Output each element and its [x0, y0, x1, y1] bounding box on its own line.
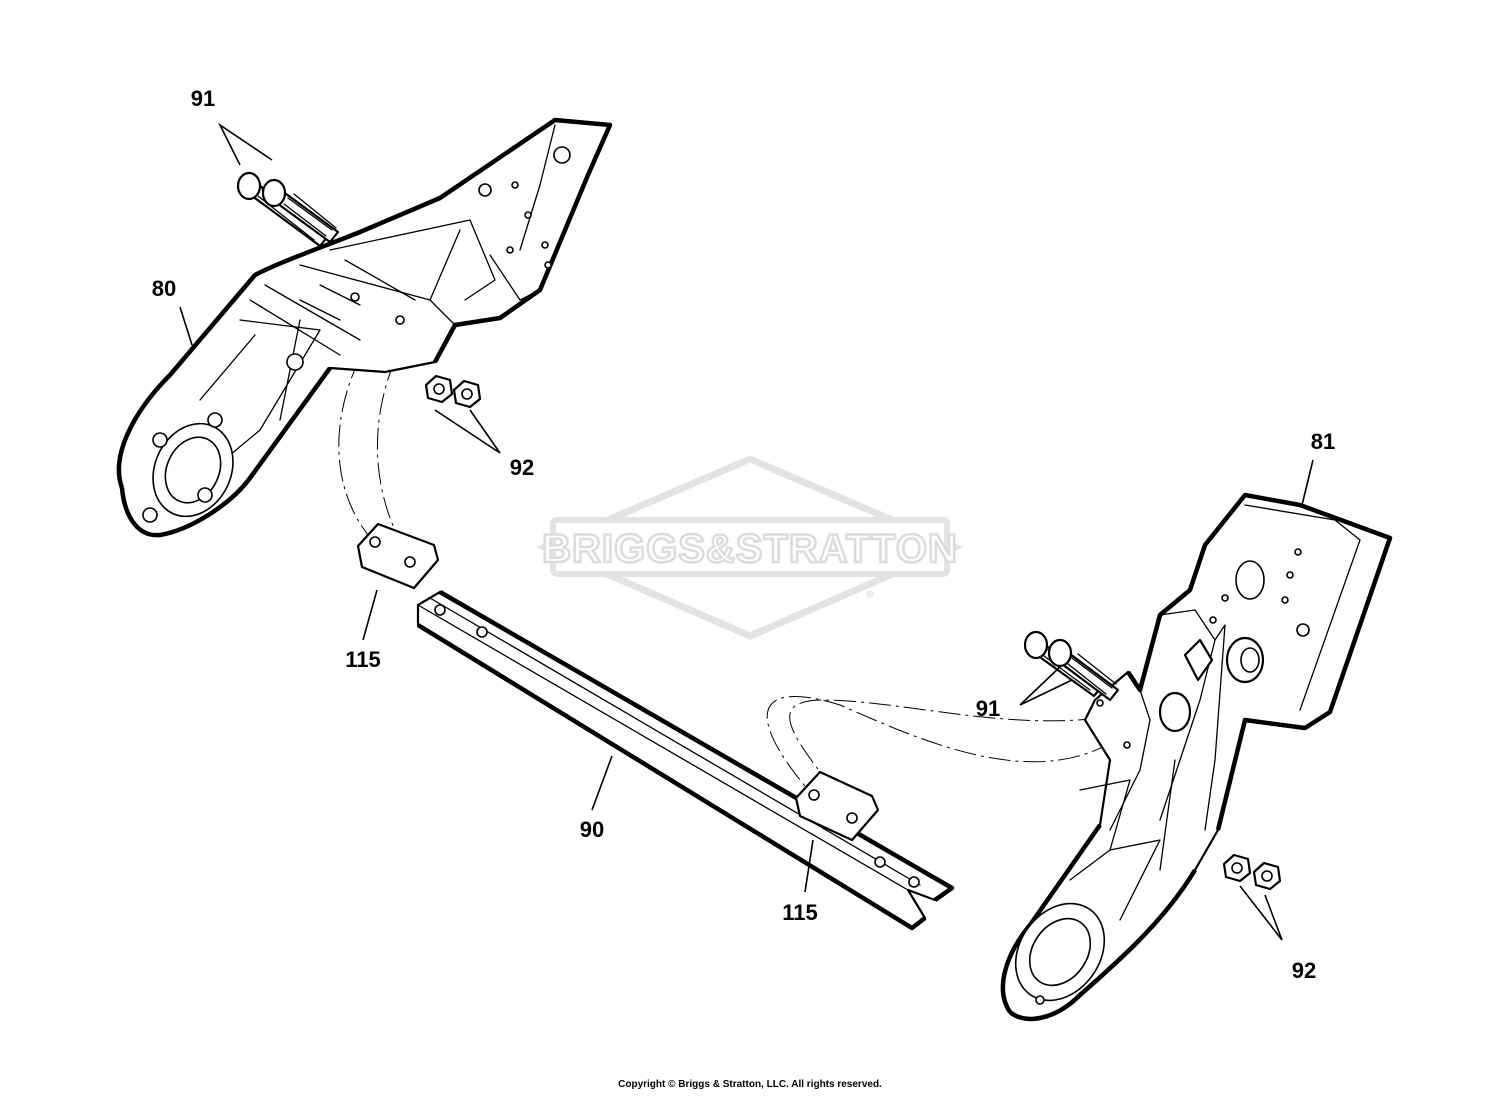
- callout-92-right: 92: [1292, 958, 1316, 983]
- right-side-plate-81: [1000, 492, 1393, 1022]
- copyright-notice: Copyright © Briggs & Stratton, LLC. All …: [618, 1079, 882, 1090]
- phantom-lines: [338, 357, 1113, 807]
- pad-115-left: [356, 522, 440, 590]
- pad-115-right: [794, 770, 880, 842]
- watermark-text: BRIGGS&STRATTON: [542, 527, 958, 571]
- callout-92-left: 92: [510, 455, 534, 480]
- callout-91-right: 91: [976, 696, 1000, 721]
- callout-91-top-left: 91: [191, 86, 215, 111]
- callouts: 91 80 92 81 115 91 90 115 92: [152, 86, 1335, 983]
- leader-lines: [179, 122, 1314, 941]
- bolts-91-left: [236, 171, 340, 248]
- nuts-92-right: [1222, 853, 1282, 891]
- brand-watermark: BRIGGS&STRATTON ®: [536, 455, 964, 640]
- watermark-registered-mark: ®: [866, 590, 874, 601]
- left-side-plate-80: [116, 117, 613, 538]
- callout-90: 90: [580, 817, 604, 842]
- callout-80: 80: [152, 276, 176, 301]
- callout-115-right: 115: [782, 900, 818, 925]
- callout-115-left: 115: [345, 647, 381, 672]
- callout-81: 81: [1311, 429, 1335, 454]
- nuts-92-left: [424, 374, 482, 409]
- bolts-91-right: [1023, 630, 1120, 702]
- channel-bar-90: [416, 590, 955, 931]
